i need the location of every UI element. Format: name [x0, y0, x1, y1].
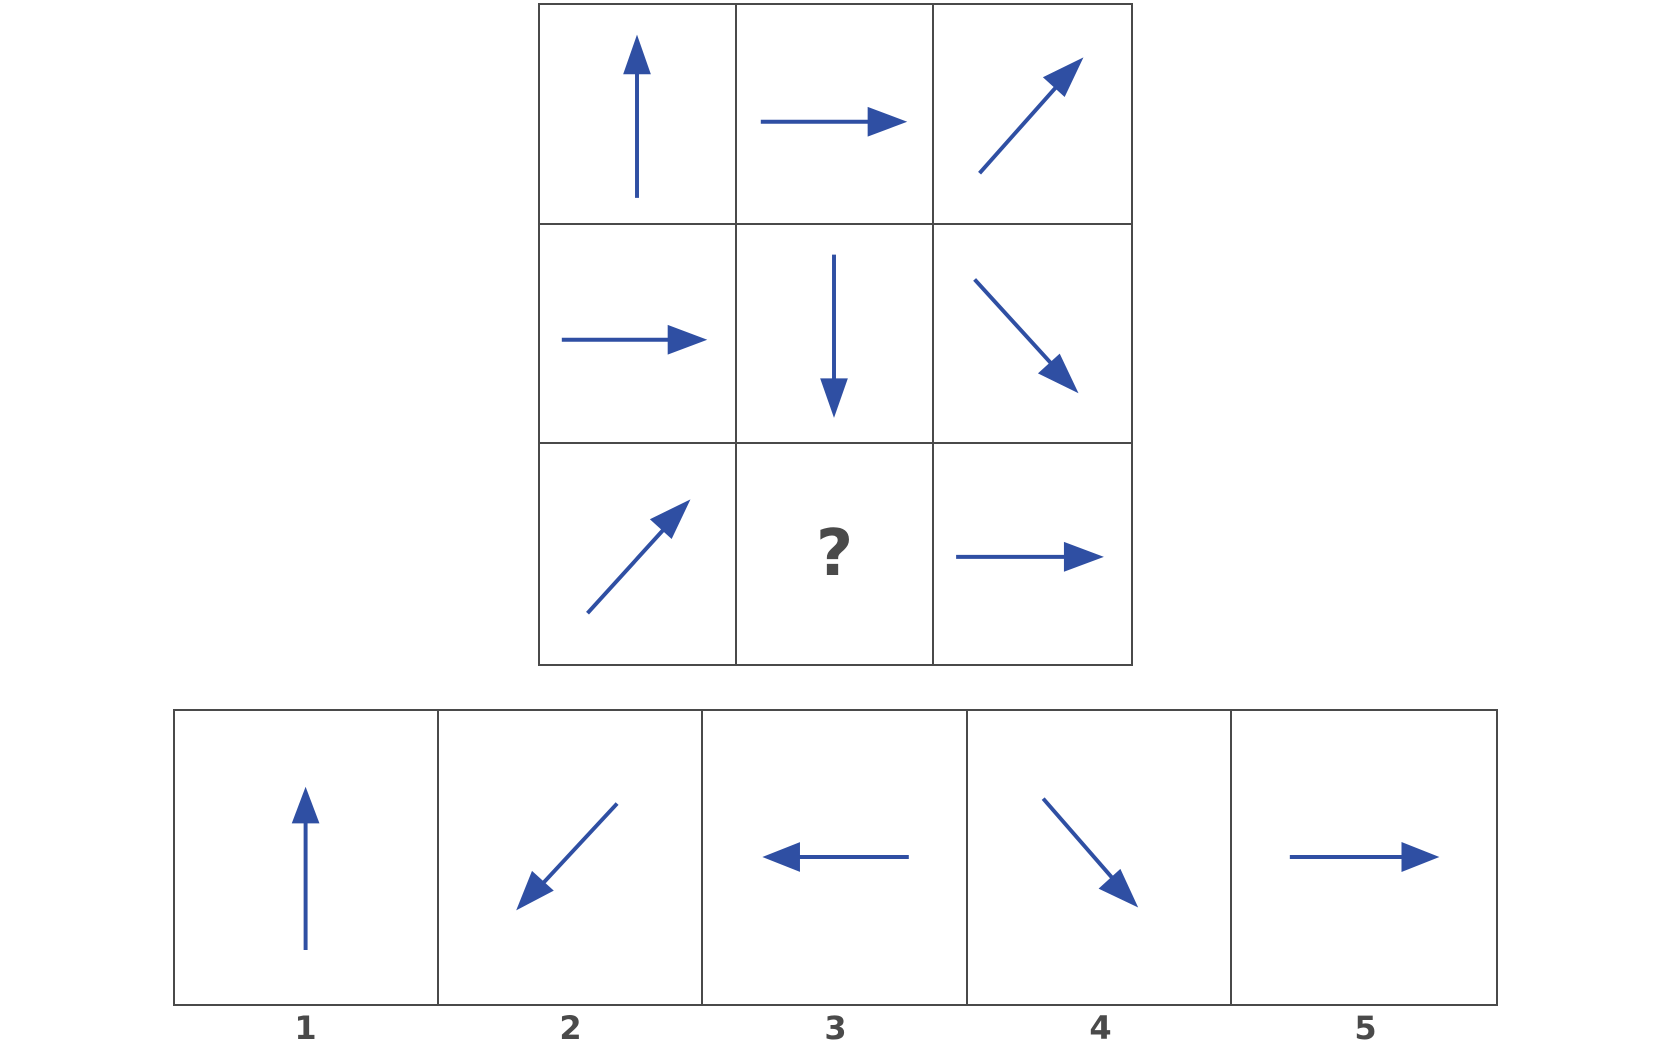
matrix-cell-2: [737, 5, 934, 225]
arrow-down-icon: [820, 254, 848, 418]
matrix-cell-3: [934, 5, 1131, 225]
arrow-up-right-icon: [978, 57, 1084, 175]
arrow-right-icon: [956, 542, 1104, 573]
option-4[interactable]: [968, 711, 1232, 1004]
arrow-down-left-icon: [516, 802, 619, 911]
option-3[interactable]: [703, 711, 968, 1004]
matrix-cell-9: [934, 444, 1131, 664]
matrix-cell-5: [737, 224, 934, 445]
matrix-cell-7: [540, 444, 737, 664]
option-1[interactable]: [175, 711, 440, 1004]
question-mark: ?: [815, 517, 854, 592]
matrix-cell-1: [540, 5, 737, 225]
option-2[interactable]: [439, 711, 704, 1004]
arrow-left-icon: [762, 842, 910, 872]
matrix-cell-4: [540, 224, 737, 445]
matrix-cell-6: [934, 225, 1131, 445]
option-label-5: 5: [1354, 1009, 1377, 1047]
option-label-1: 1: [294, 1009, 317, 1047]
arrow-down-right-icon: [973, 277, 1079, 393]
matrix-cell-8-missing: ?: [737, 444, 934, 664]
arrow-up-icon: [291, 786, 320, 951]
arrow-right-icon: [1289, 842, 1440, 872]
option-label-4: 4: [1089, 1009, 1112, 1047]
puzzle-matrix: ?: [538, 3, 1133, 666]
arrow-down-right-icon: [1041, 797, 1138, 908]
option-label-3: 3: [824, 1009, 847, 1047]
arrow-up-icon: [623, 34, 651, 198]
arrow-right-icon: [561, 324, 708, 355]
answer-options: [173, 709, 1498, 1006]
option-label-2: 2: [559, 1009, 582, 1047]
option-5[interactable]: [1232, 711, 1496, 1004]
arrow-right-icon: [760, 106, 908, 137]
option-labels: 1 2 3 4 5: [173, 1008, 1498, 1048]
arrow-up-right-icon: [586, 499, 691, 615]
